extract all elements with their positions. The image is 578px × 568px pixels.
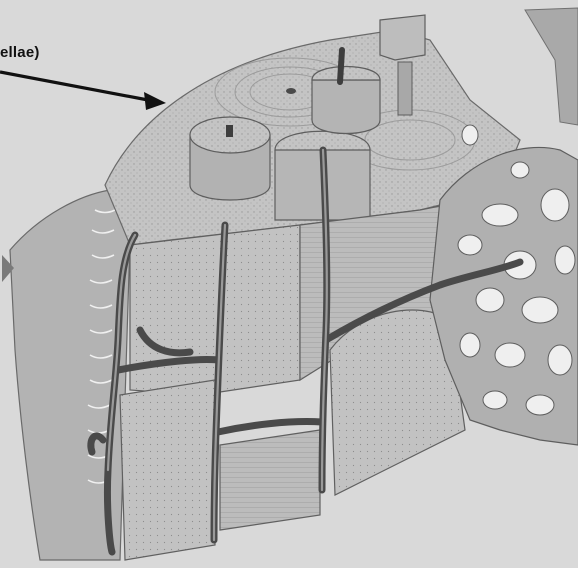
- vessel-fragment: [525, 8, 578, 125]
- osteon-left: [190, 117, 270, 200]
- bone-front-block-lower-mid: [220, 430, 320, 530]
- central-canal: [286, 88, 296, 94]
- callout-label: ellae): [0, 44, 40, 61]
- callout-arrow: [0, 72, 166, 110]
- bone-front-block-lower-left: [120, 380, 215, 560]
